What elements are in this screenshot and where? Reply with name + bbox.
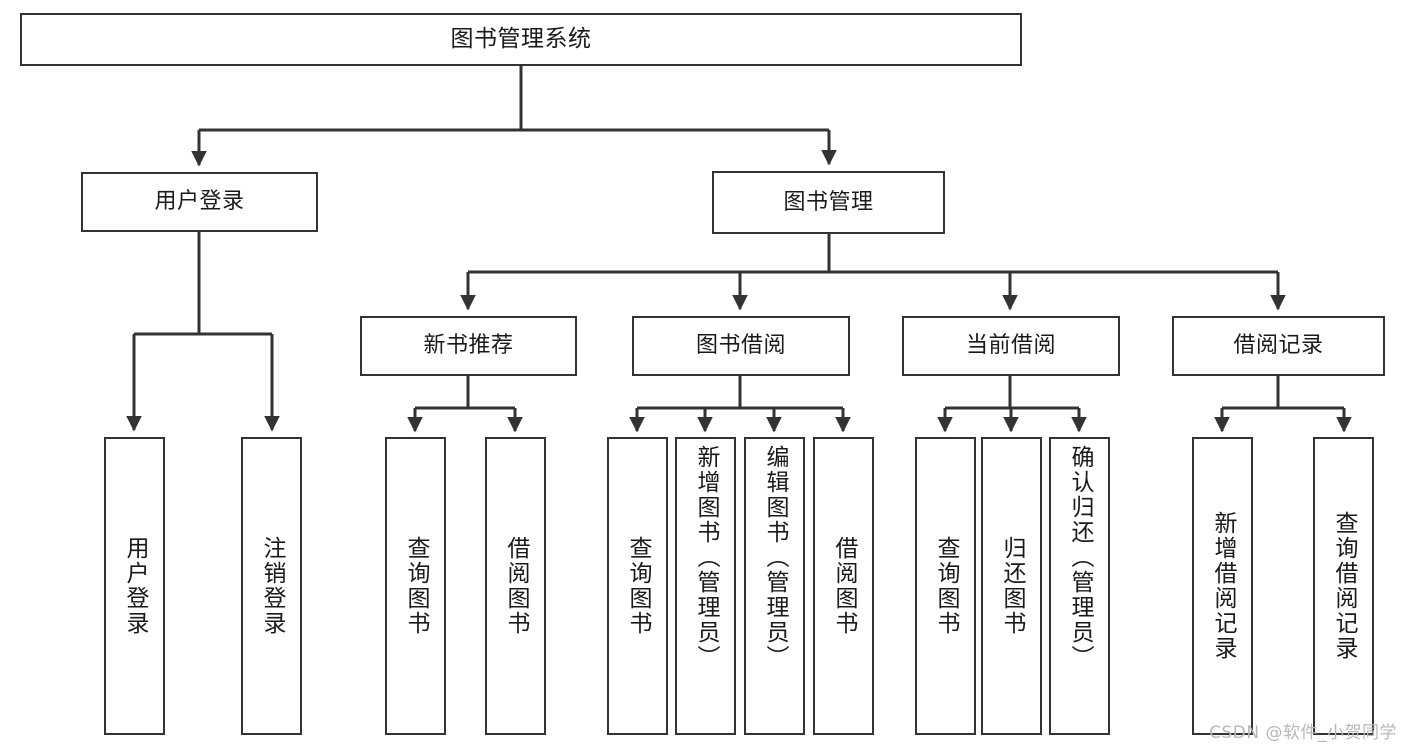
node-leaf-query-book-3[interactable]: 查询图书 (915, 437, 976, 735)
node-leaf-borrow-book-2-label: 借阅图书 (831, 536, 857, 636)
node-new-book-recommend[interactable]: 新书推荐 (360, 316, 577, 376)
node-new-book-recommend-label: 新书推荐 (423, 333, 514, 359)
node-book-management[interactable]: 图书管理 (712, 171, 945, 234)
node-leaf-add-book[interactable]: 新增图书（管理员） (675, 437, 736, 735)
node-leaf-query-book-3-label: 查询图书 (933, 536, 959, 636)
node-leaf-query-book-2-label: 查询图书 (625, 536, 651, 636)
node-leaf-user-login-label: 用户登录 (122, 536, 148, 636)
node-book-borrow-label: 图书借阅 (695, 333, 786, 359)
node-book-management-label: 图书管理 (783, 189, 874, 215)
node-leaf-query-borrow-record[interactable]: 查询借阅记录 (1313, 437, 1374, 735)
node-leaf-edit-book[interactable]: 编辑图书（管理员） (744, 437, 805, 735)
node-borrow-record-label: 借阅记录 (1233, 333, 1324, 359)
node-leaf-add-book-label: 新增图书（管理员） (693, 445, 719, 670)
node-leaf-borrow-book-1-label: 借阅图书 (503, 536, 529, 636)
node-borrow-record[interactable]: 借阅记录 (1172, 316, 1385, 376)
node-current-borrow-label: 当前借阅 (965, 333, 1056, 359)
node-leaf-return-book[interactable]: 归还图书 (981, 437, 1042, 735)
node-user-login[interactable]: 用户登录 (81, 172, 318, 232)
node-leaf-add-borrow-record-label: 新增借阅记录 (1210, 511, 1236, 661)
node-leaf-query-book-1[interactable]: 查询图书 (385, 437, 446, 735)
node-leaf-logout-login[interactable]: 注销登录 (241, 437, 302, 735)
node-root[interactable]: 图书管理系统 (20, 13, 1022, 66)
node-leaf-query-book-2[interactable]: 查询图书 (607, 437, 668, 735)
node-leaf-borrow-book-1[interactable]: 借阅图书 (485, 437, 546, 735)
node-leaf-confirm-return[interactable]: 确认归还（管理员） (1049, 437, 1110, 735)
node-leaf-edit-book-label: 编辑图书（管理员） (762, 445, 788, 670)
node-leaf-logout-login-label: 注销登录 (259, 536, 285, 636)
node-user-login-label: 用户登录 (154, 189, 245, 215)
node-root-label: 图书管理系统 (450, 25, 592, 52)
node-current-borrow[interactable]: 当前借阅 (902, 316, 1120, 376)
node-book-borrow[interactable]: 图书借阅 (632, 316, 850, 376)
node-leaf-user-login[interactable]: 用户登录 (104, 437, 165, 735)
node-leaf-query-book-1-label: 查询图书 (403, 536, 429, 636)
node-leaf-add-borrow-record[interactable]: 新增借阅记录 (1192, 437, 1253, 735)
node-leaf-borrow-book-2[interactable]: 借阅图书 (813, 437, 874, 735)
node-leaf-query-borrow-record-label: 查询借阅记录 (1331, 511, 1357, 661)
watermark: CSDN @软件_小贺同学 (1209, 723, 1397, 743)
node-leaf-confirm-return-label: 确认归还（管理员） (1067, 445, 1093, 670)
node-leaf-return-book-label: 归还图书 (999, 536, 1025, 636)
